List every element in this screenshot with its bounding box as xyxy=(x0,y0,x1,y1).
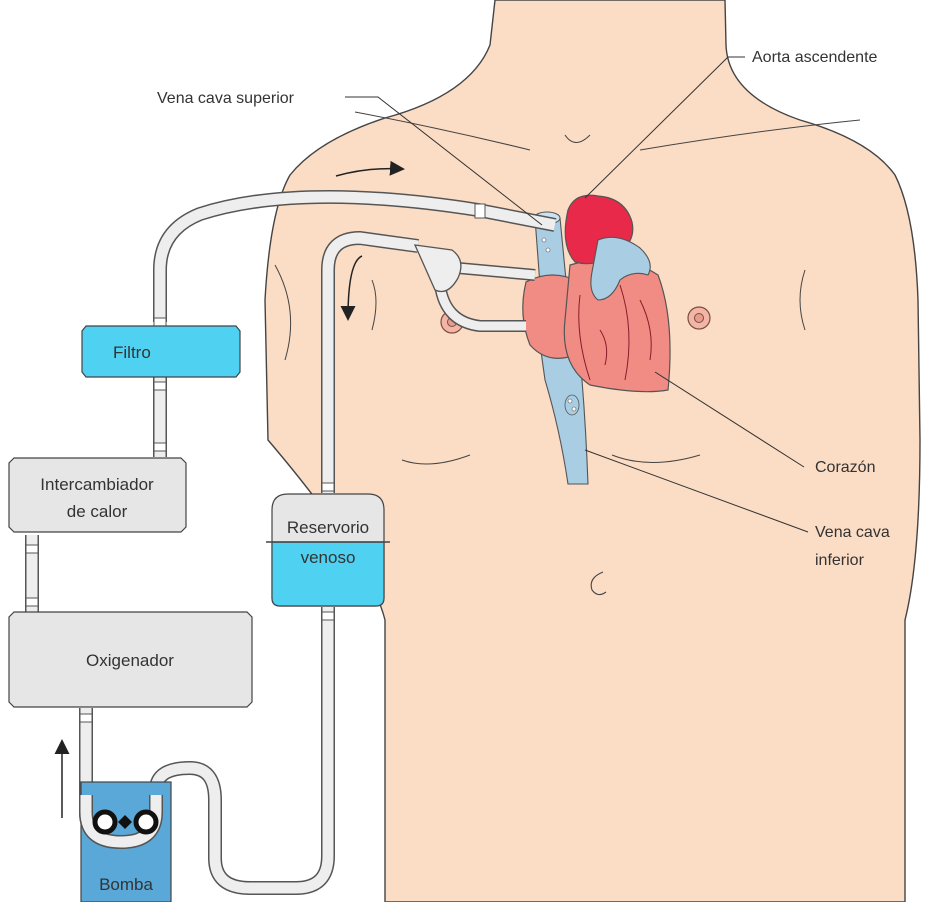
aorta-label: Aorta ascendente xyxy=(752,49,878,66)
pump-roller-right-icon xyxy=(136,812,156,832)
superior-vena-cava-label: Vena cava superior xyxy=(157,90,295,107)
filter-label: Filtro xyxy=(113,343,151,362)
pump-roller-left-icon xyxy=(95,812,115,832)
filter-box: Filtro xyxy=(82,326,240,377)
heat-exchanger-label-2: de calor xyxy=(67,502,128,521)
oxygenator-label: Oxigenador xyxy=(86,651,174,670)
pump-label: Bomba xyxy=(99,875,153,894)
inferior-vena-cava-label-2: inferior xyxy=(815,552,865,569)
pump: Bomba xyxy=(81,782,171,902)
venous-reservoir: Reservorio venoso xyxy=(266,494,390,606)
heat-exchanger-label-1: Intercambiador xyxy=(40,475,154,494)
inferior-vena-cava-label-1: Vena cava xyxy=(815,524,890,541)
torso xyxy=(265,0,920,902)
oxygenator-box: Oxigenador xyxy=(9,612,252,707)
reservoir-label-2: venoso xyxy=(301,548,356,567)
heat-exchanger-box: Intercambiador de calor xyxy=(9,458,186,532)
heart-label: Corazón xyxy=(815,459,875,476)
reservoir-label-1: Reservorio xyxy=(287,518,369,537)
